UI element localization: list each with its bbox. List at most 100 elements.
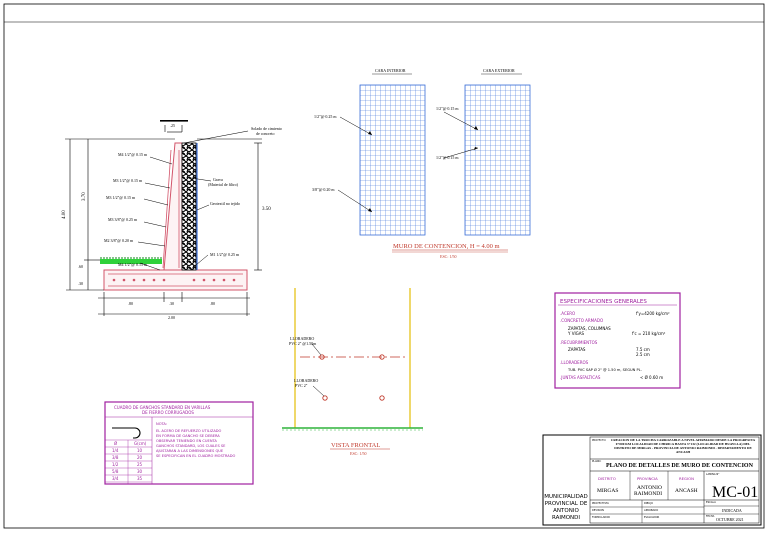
hook-note-line: GANCHOS STANDARD, LOS CUALES SE [156,444,226,448]
mesh-ext-label-2: 1/2"@ 0.15 m [436,155,459,160]
dim-bottom-3: .80 [210,301,215,306]
rebar-label-1: M4 1/2"@ 0.15 m [118,152,148,157]
note-solado: Solado de cimiento [251,126,282,131]
spec-concreto: .CONCRETO ARMADO [560,318,603,323]
front-drain-2b: PVC 2" [295,383,308,388]
tb-row-formulador: FORMULADOR [592,515,610,519]
dim-left-inner: 3.70 [82,192,87,201]
spec-acero: .ACERO [560,311,575,316]
hook-header-g: G(cm) [134,441,147,446]
hook-cell: 30 [137,469,143,474]
hook-cell: 1/4 [112,448,119,453]
wall-footing [103,269,248,291]
dim-left-small-2: .30 [78,281,83,286]
rebar-label-5: M2 3/8"@ 0.20 m [104,238,134,243]
tb-row-proyectista: PROYECTISTA [592,501,609,505]
dim-top: .25 [170,123,175,128]
hook-cell: 5/8 [112,469,119,474]
hook-note-line: AJUSTARAN A LAS DIMENSIONES QUE [156,449,224,453]
dim-left-outer: 4.00 [62,210,67,219]
mesh-views: CARA INTERIOR CARA EXTERIOR 1/2"@ 0.25 m… [312,68,531,259]
tb-fecha-header: FECHA [706,514,715,518]
rebar-label-4: M3 3/8"@ 0.25 m [108,217,138,222]
dim-right: 3.50 [262,207,271,212]
spec-recub-zap: ZAPATAS [568,347,586,352]
mesh-exterior-title: CARA EXTERIOR [483,68,515,73]
front-drain-2: LLORADERO [294,378,318,383]
spec-recub: .RECUBRIMIENTOS [560,340,598,345]
wall-section: .25 Solado de cimiento de concreto M4 1/… [62,120,282,320]
title-block: PROYECTO: CREACION DE LA TROCHA CARROZAB… [542,434,762,526]
tb-escala-header: ESCALA [706,500,716,504]
spec-acero-val: f'y=4200 kg/cm² [636,311,670,316]
spec-recub-zap-val: 7.5 cm [636,347,650,352]
hook-cell: 1/2 [112,462,119,467]
note-grava: Grava [213,177,223,182]
tb-plan-label: PLANO: [592,459,601,463]
tb-provincia-header: PROVINCIA [637,476,658,481]
tb-plan: PLANO DE DETALLES DE MURO DE CONTENCION [606,463,754,469]
spec-zapatas: ZAPATAS, COLUMNAS [568,326,611,331]
dim-bottom-1: .80 [128,301,133,306]
rebar-label-6: M1 1/2"@ 0.25 m [210,252,240,257]
tb-org-line-3: ANTONIO [553,508,579,514]
tb-row-aprobado: APROBADO [644,508,658,512]
front-view-scale: ESC: 1/50 [350,451,367,456]
front-view-title: VISTA FRONTAL [331,442,380,449]
mesh-exterior [464,84,531,236]
dim-bottom-2: .30 [169,301,174,306]
tb-row-revision: REVISION [592,508,604,512]
tb-row-dibujo: DIBUJO [644,501,653,505]
hook-cell: 25 [137,462,143,467]
rebar-label-3: M3 1/2"@ 0.15 m [106,195,136,200]
mesh-drawing-scale: ESC: 1/50 [440,254,457,259]
hook-note-line: EN FORMA DE GANCHO SE DEBERA [156,434,220,438]
hook-header-dia: Ø [114,441,117,446]
mesh-int-label-1: 1/2"@ 0.25 m [314,114,337,119]
tb-fecha: OCTUBRE 2021 [716,517,744,522]
dim-total: 2.00 [168,315,175,320]
mesh-drawing-title: MURO DE CONTENCION, H = 4.00 m [393,243,500,250]
front-view: LLORADERO PVC 2" @1.50m LLORADERO PVC 2"… [282,288,423,456]
spec-zapatas-val: f'c = 210 kg/cm² [632,331,666,336]
ground-fill [100,259,162,264]
hook-cell: 10 [137,448,143,453]
tb-escala: INDICADA [722,508,742,513]
tb-region: ANCASH [675,488,698,494]
hook-cell: 3/4 [112,476,119,481]
hook-note-line: SE ESPECIFICAN EN EL CUADRO MOSTRADO [156,454,236,458]
hook-cell: 3/8 [112,455,119,460]
spec-recub-muro: 2.5 cm [636,352,650,357]
hook-title-2: DE FIERRO CORRUGADOS [142,410,194,415]
spec-llor: .LLORADEROS [560,360,589,365]
hook-note-line: EL ACERO DE REFUERZO UTILIZADO [156,429,222,433]
hook-table: CUADRO DE GANCHOS STANDARD EN VARILLAS D… [104,401,254,485]
spec-junta: .JUNTAS ASFALTICAS [560,375,601,380]
tb-row-evaluador: EVALUADOR [644,515,660,519]
tb-distrito: MIRGAS [597,488,618,494]
rebar-label-2: M3 1/2"@ 0.15 m [113,178,143,183]
spec-zapatas-2: Y VIGAS [567,331,584,336]
rebar-label-7: M4 1/2"@ 0.15 m [118,262,148,267]
hook-cell: 35 [137,476,143,481]
dim-left-small: .60 [78,264,83,269]
tb-org-line-2: PROVINCIAL DE [545,501,588,507]
note-grava-2: (Material de filtro) [208,182,239,187]
spec-llor-val: TUB. PVC SAP Ø 2" @ 1.50 m, SEGUN PL. [567,367,642,372]
hook-note-title: NOTA: [156,422,167,426]
specs-title: ESPECIFICACIONES GENERALES [560,299,647,305]
sheet-border [3,3,765,529]
front-drain-1: LLORADERO [290,336,314,341]
hook-cell: 20 [137,455,143,460]
tb-org-line-4: RAIMONDI [552,515,580,521]
mesh-interior [359,84,426,236]
tb-distrito-header: DISTRITO [598,476,616,481]
spec-junta-val: < Ø 0.60 m [640,375,663,380]
tb-sheet-code: MC-01 [712,484,758,501]
specs-box: ESPECIFICACIONES GENERALES .ACERO f'y=42… [554,292,681,389]
hook-title-1: CUADRO DE GANCHOS STANDARD EN VARILLAS [114,405,211,410]
mesh-ext-label-1: 1/2"@ 0.15 m [436,106,459,111]
hook-note-line: OBSERVAR TENIENDO EN CUENTA [156,439,217,443]
note-geotextil: Geotextil no tejido [210,201,240,206]
